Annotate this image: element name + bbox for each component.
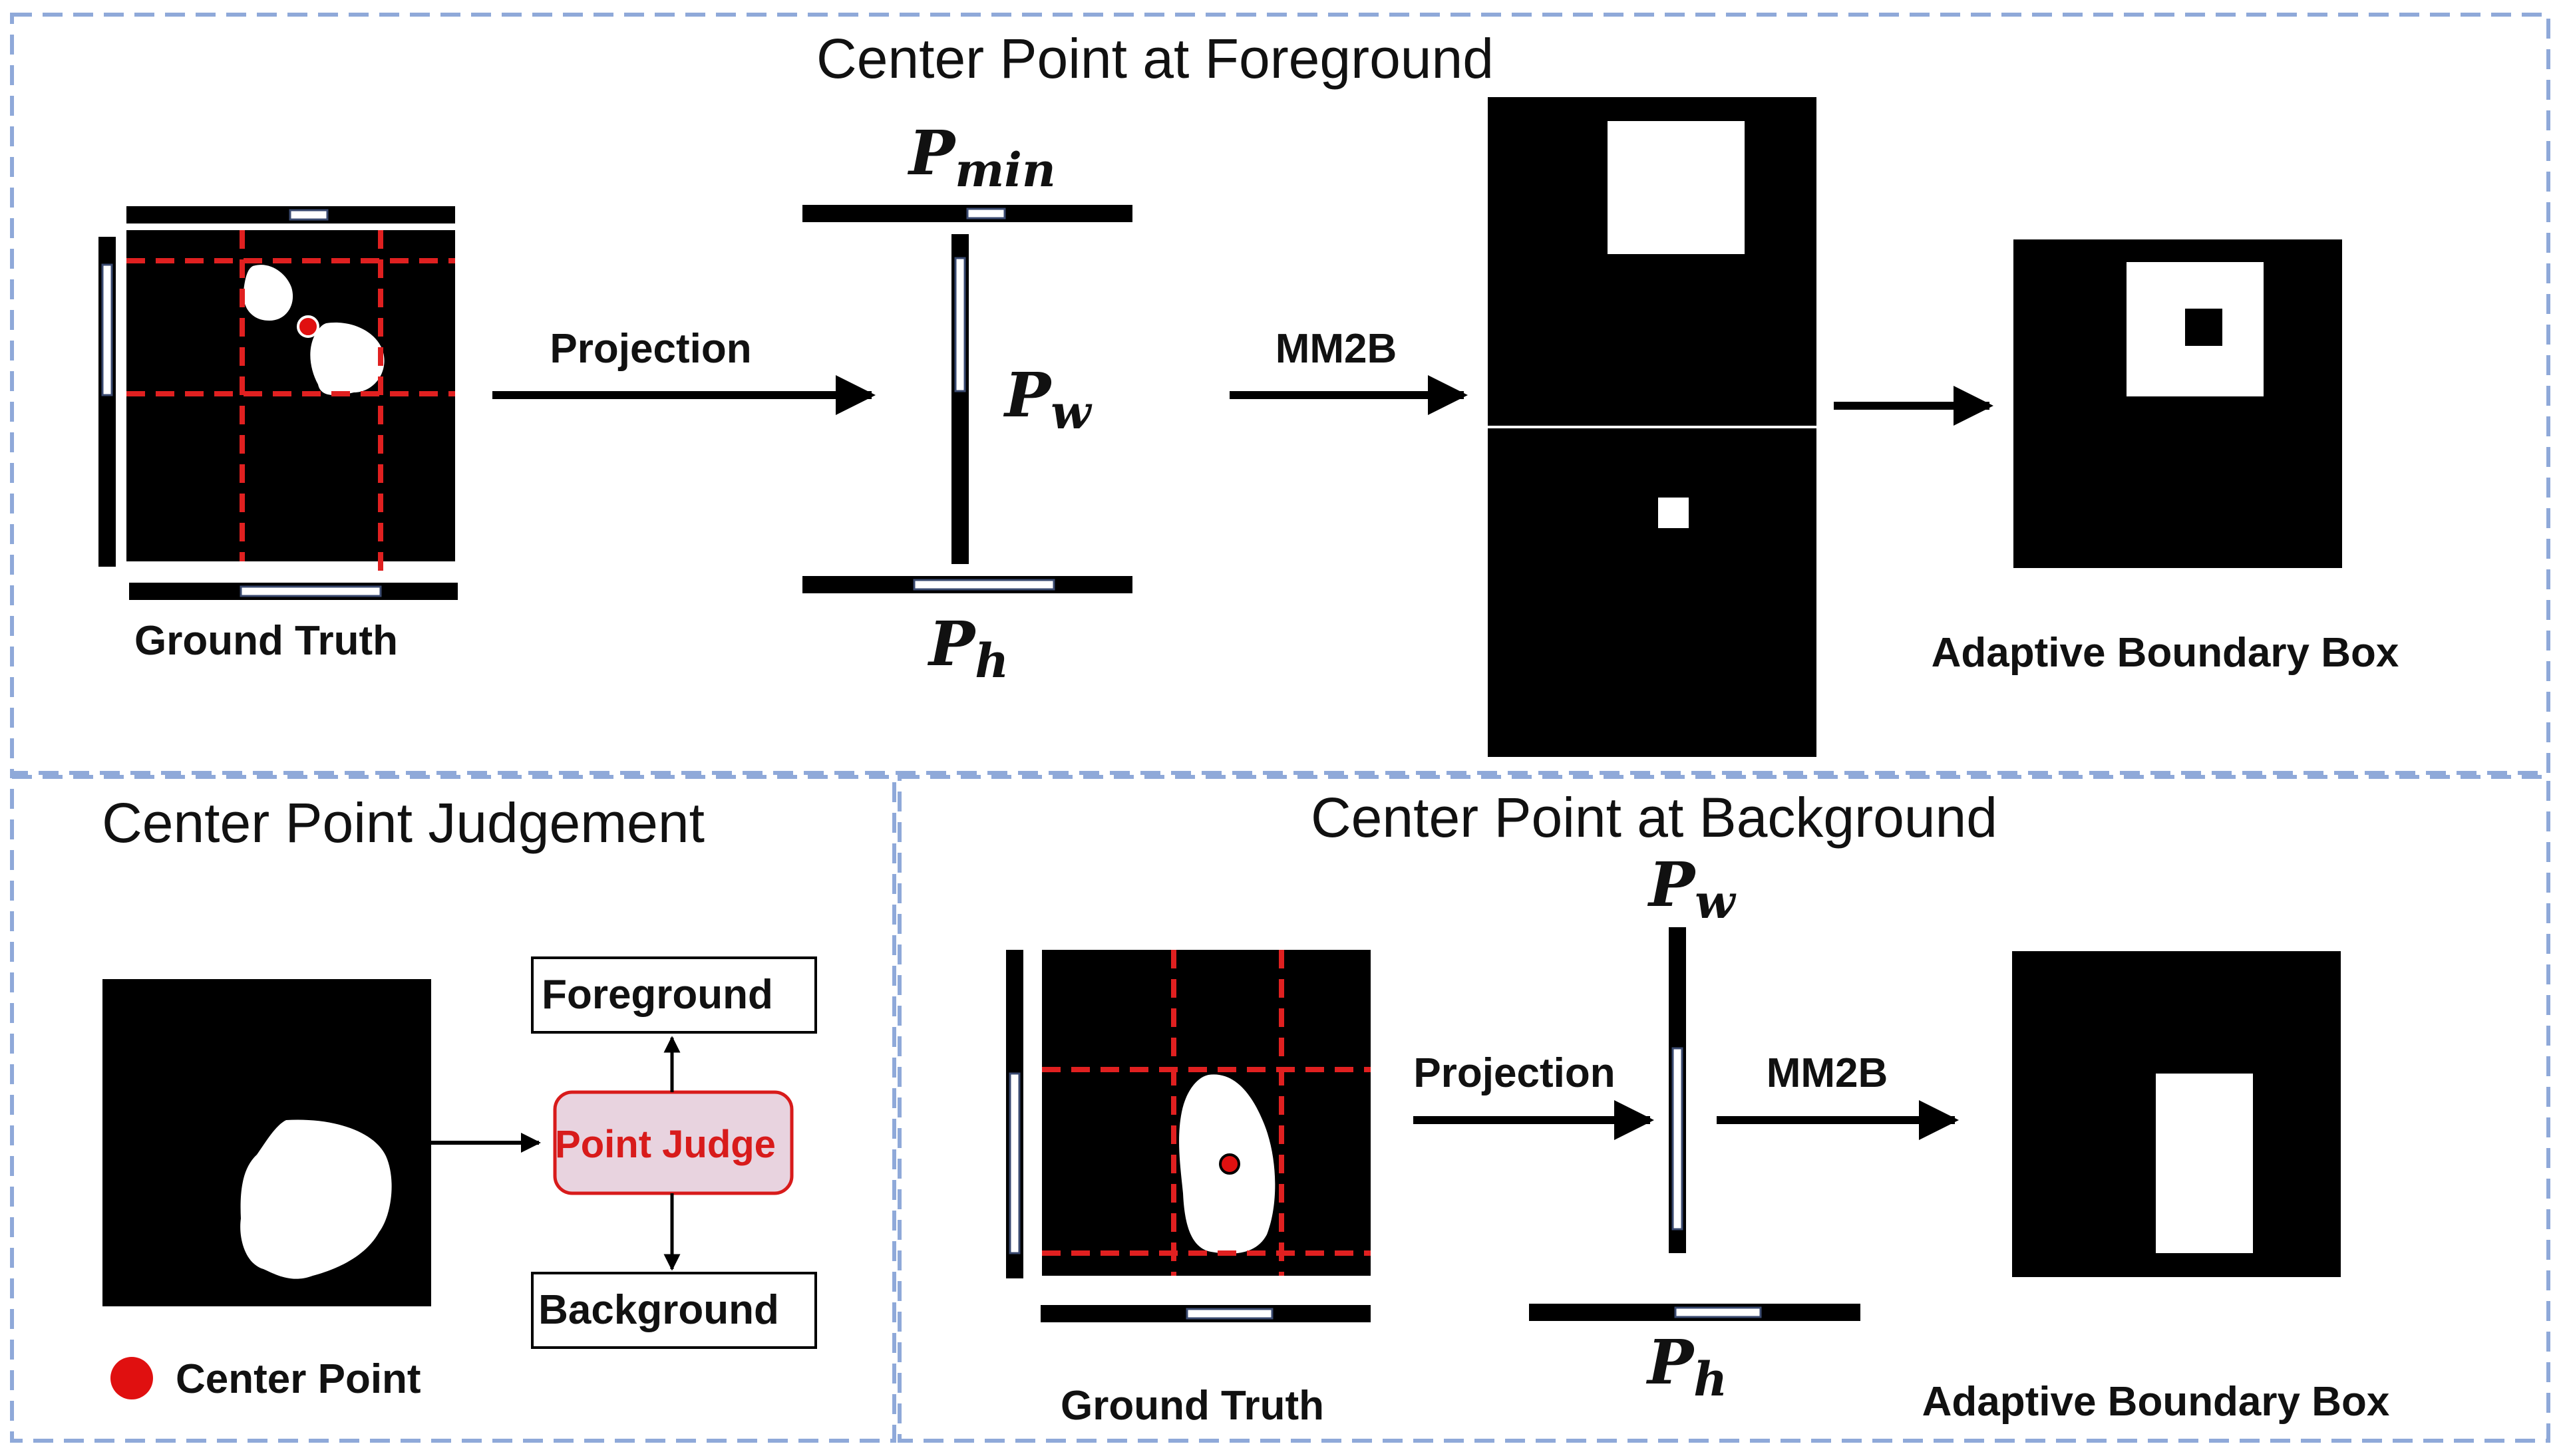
judgement-mask [102, 979, 431, 1306]
center-point-legend-label: Center Point [176, 1356, 421, 1402]
judgement-blob [240, 1119, 392, 1279]
foreground-grid-lines [126, 230, 455, 575]
foreground-ground-truth-mask [126, 230, 455, 575]
foreground-gt-left-projection [98, 237, 116, 567]
foreground-center-point [297, 315, 319, 338]
background-center-point [1219, 1153, 1240, 1175]
foreground-outcome-label: Foreground [542, 972, 773, 1018]
background-ground-truth-label: Ground Truth [1061, 1383, 1324, 1429]
foreground-blob-large [310, 322, 385, 396]
foreground-p-h-bar [802, 576, 1132, 593]
background-panel-title: Center Point at Background [1311, 786, 1997, 849]
foreground-ground-truth-label: Ground Truth [134, 618, 398, 664]
background-result-label: Adaptive Boundary Box [1922, 1379, 2390, 1425]
foreground-large-box-mask [1488, 97, 1816, 426]
background-grid-lines [1042, 950, 1371, 1276]
foreground-adaptive-boundary-box [2013, 239, 2342, 568]
background-p-h-label: Ph [1645, 1326, 1727, 1407]
foreground-panel-title: Center Point at Foreground [816, 27, 1494, 90]
background-p-w-bar [1669, 927, 1686, 1253]
background-gt-bottom-projection [1041, 1305, 1371, 1322]
foreground-p-h-label: Ph [927, 608, 1009, 688]
judgement-panel-title: Center Point Judgement [102, 792, 705, 854]
foreground-projection-label: Projection [550, 326, 751, 372]
foreground-p-min-bar [802, 205, 1132, 222]
center-point-legend-icon [110, 1357, 153, 1399]
foreground-p-min-label: Pmin [907, 117, 1056, 198]
background-p-h-bar [1529, 1304, 1860, 1321]
background-gt-left-projection [1006, 950, 1023, 1278]
foreground-p-w-bar [951, 234, 969, 564]
foreground-gt-bottom-projection [129, 583, 458, 600]
foreground-blob-small [243, 265, 293, 321]
background-p-w-label: Pw [1647, 849, 1737, 929]
background-projection-label: Projection [1413, 1050, 1615, 1096]
background-ground-truth-mask [1042, 950, 1371, 1276]
background-outcome-label: Background [538, 1287, 779, 1333]
foreground-result-label: Adaptive Boundary Box [1932, 630, 2399, 676]
foreground-gt-top-projection [126, 206, 455, 223]
judgement-panel-border [10, 775, 896, 1443]
background-mm2b-label: MM2B [1767, 1050, 1888, 1096]
foreground-p-w-label: Pw [1003, 359, 1093, 440]
foreground-outcome-box [531, 956, 817, 1034]
background-adaptive-boundary-box [2012, 951, 2341, 1277]
foreground-small-box-mask [1488, 428, 1816, 757]
point-judge-label: Point Judge [555, 1123, 776, 1166]
background-outcome-box [531, 1272, 817, 1349]
foreground-mm2b-label: MM2B [1276, 326, 1397, 372]
background-panel-border [898, 775, 2550, 1443]
foreground-panel-border [10, 13, 2550, 775]
